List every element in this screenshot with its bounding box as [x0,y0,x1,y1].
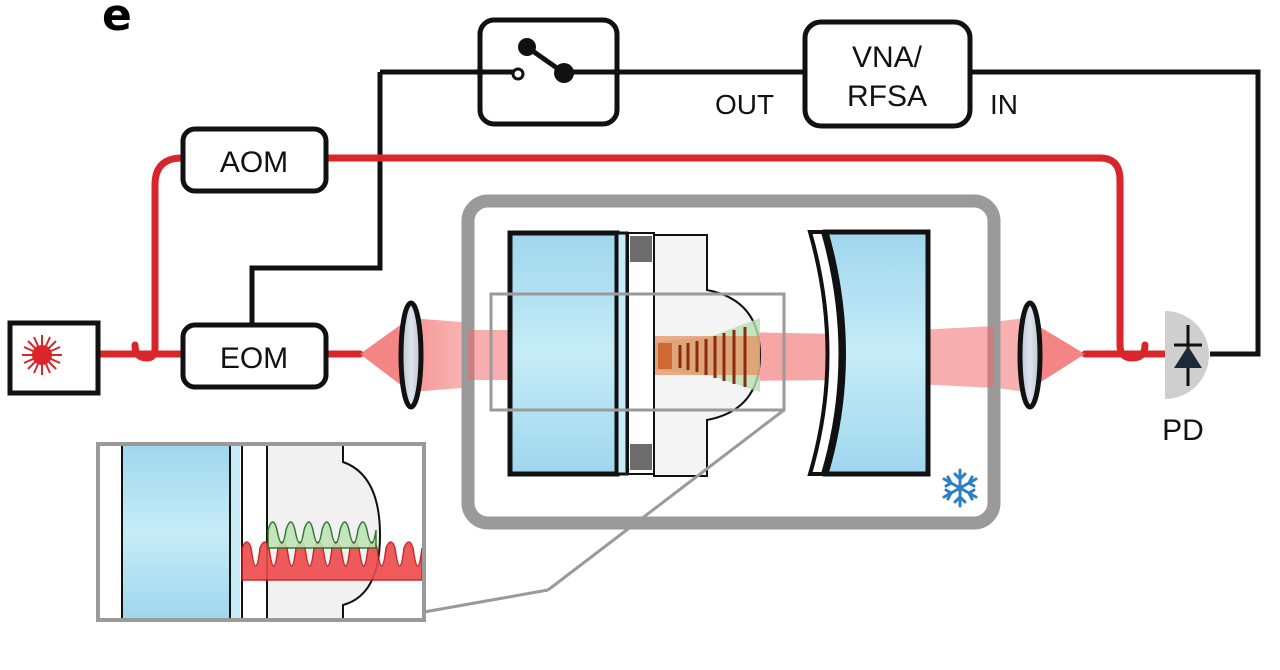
eom-box: EOM [180,322,329,390]
vna-out-label: OUT [715,89,774,120]
aom-box: AOM [180,126,329,194]
output-lens [1017,300,1043,410]
pd-label: PD [1162,414,1204,447]
laser-source-icon [7,320,101,396]
wire-eom-drive [249,72,383,328]
curved-mirror [807,229,931,477]
flat-mirror [507,230,655,477]
fiber-split-hook [131,341,159,362]
aom-label: AOM [220,146,288,179]
snowflake-icon [942,468,978,508]
vna-in-label: IN [990,89,1018,120]
zoom-region-indicator [423,292,786,614]
vna-label-line1: VNA/ [852,41,923,74]
vna-label-line2: RFSA [847,80,927,113]
eom-label: EOM [220,342,288,375]
inset-magnified-view [96,442,426,622]
rf-switch-icon [380,17,620,127]
panel-label: e [102,0,132,41]
wire-vna-to-pd [970,69,1261,357]
fiber-to-aom [151,154,186,352]
acoustic-standing-wave [267,521,377,549]
photodiode-icon [1165,311,1209,399]
input-lens [398,300,424,410]
vna-rfsa-box: VNA/ RFSA [802,19,973,129]
